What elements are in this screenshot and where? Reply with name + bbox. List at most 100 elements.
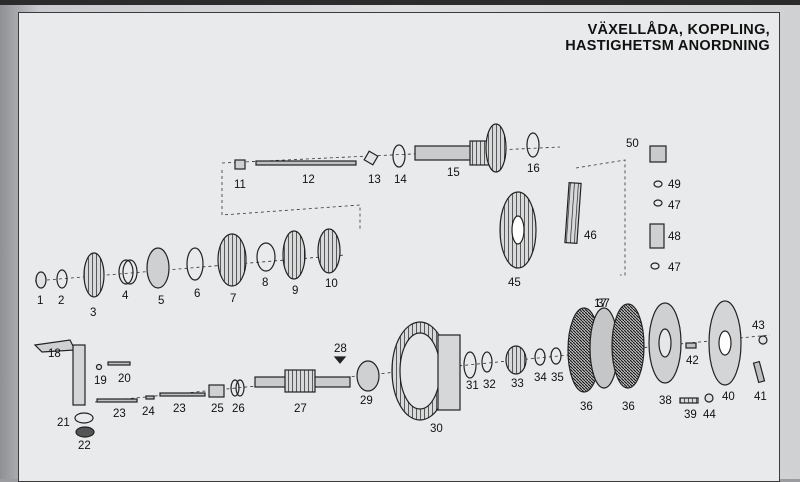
part-label-23: 23 (113, 408, 126, 420)
part-44-nut (704, 393, 714, 403)
part-35-washer (550, 347, 562, 365)
part-label-42: 42 (686, 355, 699, 367)
part-label-20: 20 (118, 373, 131, 385)
part-13-bolt (363, 150, 379, 166)
part-34-washer (534, 348, 546, 366)
part-18-lever (33, 339, 86, 406)
part-label-30: 30 (430, 423, 443, 435)
gear-shaft-group (34, 228, 346, 298)
part-label-27: 27 (294, 403, 307, 415)
part-label-24: 24 (142, 406, 155, 418)
part-label-34: 34 (534, 372, 547, 384)
part-5-hub (146, 247, 170, 289)
part-label-44: 44 (703, 409, 716, 421)
part-label-9: 9 (292, 285, 298, 297)
part-label-11: 11 (234, 179, 246, 191)
part-42-pin (685, 342, 697, 349)
part-9-gear (282, 230, 306, 280)
part-1-nut (35, 271, 47, 289)
part-label-48: 48 (668, 231, 681, 243)
part-26-washers (230, 379, 245, 397)
part-33-hub (505, 345, 527, 375)
part-label-12: 12 (302, 174, 315, 186)
part-23-rod-b (159, 392, 206, 397)
part-label-45: 45 (508, 277, 521, 289)
part-28-key (333, 356, 347, 364)
part-29-hub (356, 360, 380, 392)
part-label-2: 2 (58, 295, 64, 307)
part-label-7: 7 (230, 293, 236, 305)
part-label-8: 8 (262, 277, 268, 289)
part-label-47: 47 (668, 262, 681, 274)
part-label-26: 26 (232, 403, 245, 415)
part-label-50: 50 (626, 138, 639, 150)
part-label-41: 41 (754, 391, 767, 403)
part-47-washer-upper (653, 199, 663, 207)
title-line-1: VÄXELLÅDA, KOPPLING, (587, 22, 770, 38)
part-label-28: 28 (334, 343, 347, 355)
speedometer-drive-group (499, 145, 667, 276)
part-label-1: 1 (37, 295, 43, 307)
part-40-cover (708, 300, 742, 386)
part-10-gear (317, 228, 341, 274)
part-49-oring (653, 180, 663, 188)
part-16-ring (526, 132, 540, 158)
part-15-shaft-gear (414, 123, 507, 173)
part-11-nut (234, 159, 246, 170)
part-label-39: 39 (684, 409, 697, 421)
upper-shaft-group (221, 123, 561, 230)
part-label-15: 15 (447, 167, 460, 179)
part-6-ring (186, 247, 204, 281)
part-label-25: 25 (211, 403, 224, 415)
part-label-5: 5 (158, 295, 164, 307)
part-label-32: 32 (483, 379, 496, 391)
part-22-ring (75, 426, 95, 438)
part-24-pin (145, 395, 155, 400)
part-label-43: 43 (752, 320, 765, 332)
part-label-38: 38 (659, 395, 672, 407)
part-48-bushing (649, 223, 665, 249)
part-47-washer-lower (650, 262, 660, 270)
part-label-29: 29 (360, 395, 373, 407)
page-top-edge (0, 0, 800, 5)
part-label-21: 21 (57, 417, 70, 429)
part-8-bushing (256, 242, 276, 272)
part-label-13: 13 (368, 174, 381, 186)
part-label-33: 33 (511, 378, 524, 390)
part-label-49: 49 (668, 179, 681, 191)
part-39-spring (679, 397, 699, 404)
part-43-nut (758, 335, 768, 345)
clutch-group (33, 300, 771, 438)
part-32-washer (481, 351, 493, 373)
part-7-gear (217, 233, 247, 287)
title-line-2: HASTIGHETSM ANORDNING (565, 38, 770, 54)
part-12-rod (255, 160, 357, 166)
part-4-bearing (118, 259, 138, 285)
part-label-4: 4 (122, 290, 129, 302)
part-label-36: 36 (622, 401, 635, 413)
part-27-mainshaft (254, 369, 351, 393)
part-46-worm (564, 182, 582, 244)
part-21-ring (74, 412, 94, 424)
part-30-clutch-drum (391, 321, 461, 421)
part-3-sprocket (83, 252, 105, 298)
part-31-ring (463, 351, 477, 379)
part-38-pressure-plate (648, 302, 682, 384)
part-36-disc-b (611, 303, 645, 389)
diagram-title: VÄXELLÅDA, KOPPLING, HASTIGHETSM ANORDNI… (565, 22, 770, 54)
part-label-3: 3 (90, 307, 96, 319)
part-label-31: 31 (466, 380, 479, 392)
part-label-6: 6 (194, 288, 200, 300)
part-label-14: 14 (394, 174, 407, 186)
part-label-17: 17 (594, 298, 607, 310)
part-45-gear (499, 191, 537, 269)
part-label-40: 40 (722, 391, 735, 403)
part-25-bushing (208, 384, 225, 398)
part-label-22: 22 (78, 440, 91, 452)
part-19-pin (95, 363, 103, 371)
part-label-19: 19 (94, 375, 107, 387)
part-label-35: 35 (551, 372, 564, 384)
